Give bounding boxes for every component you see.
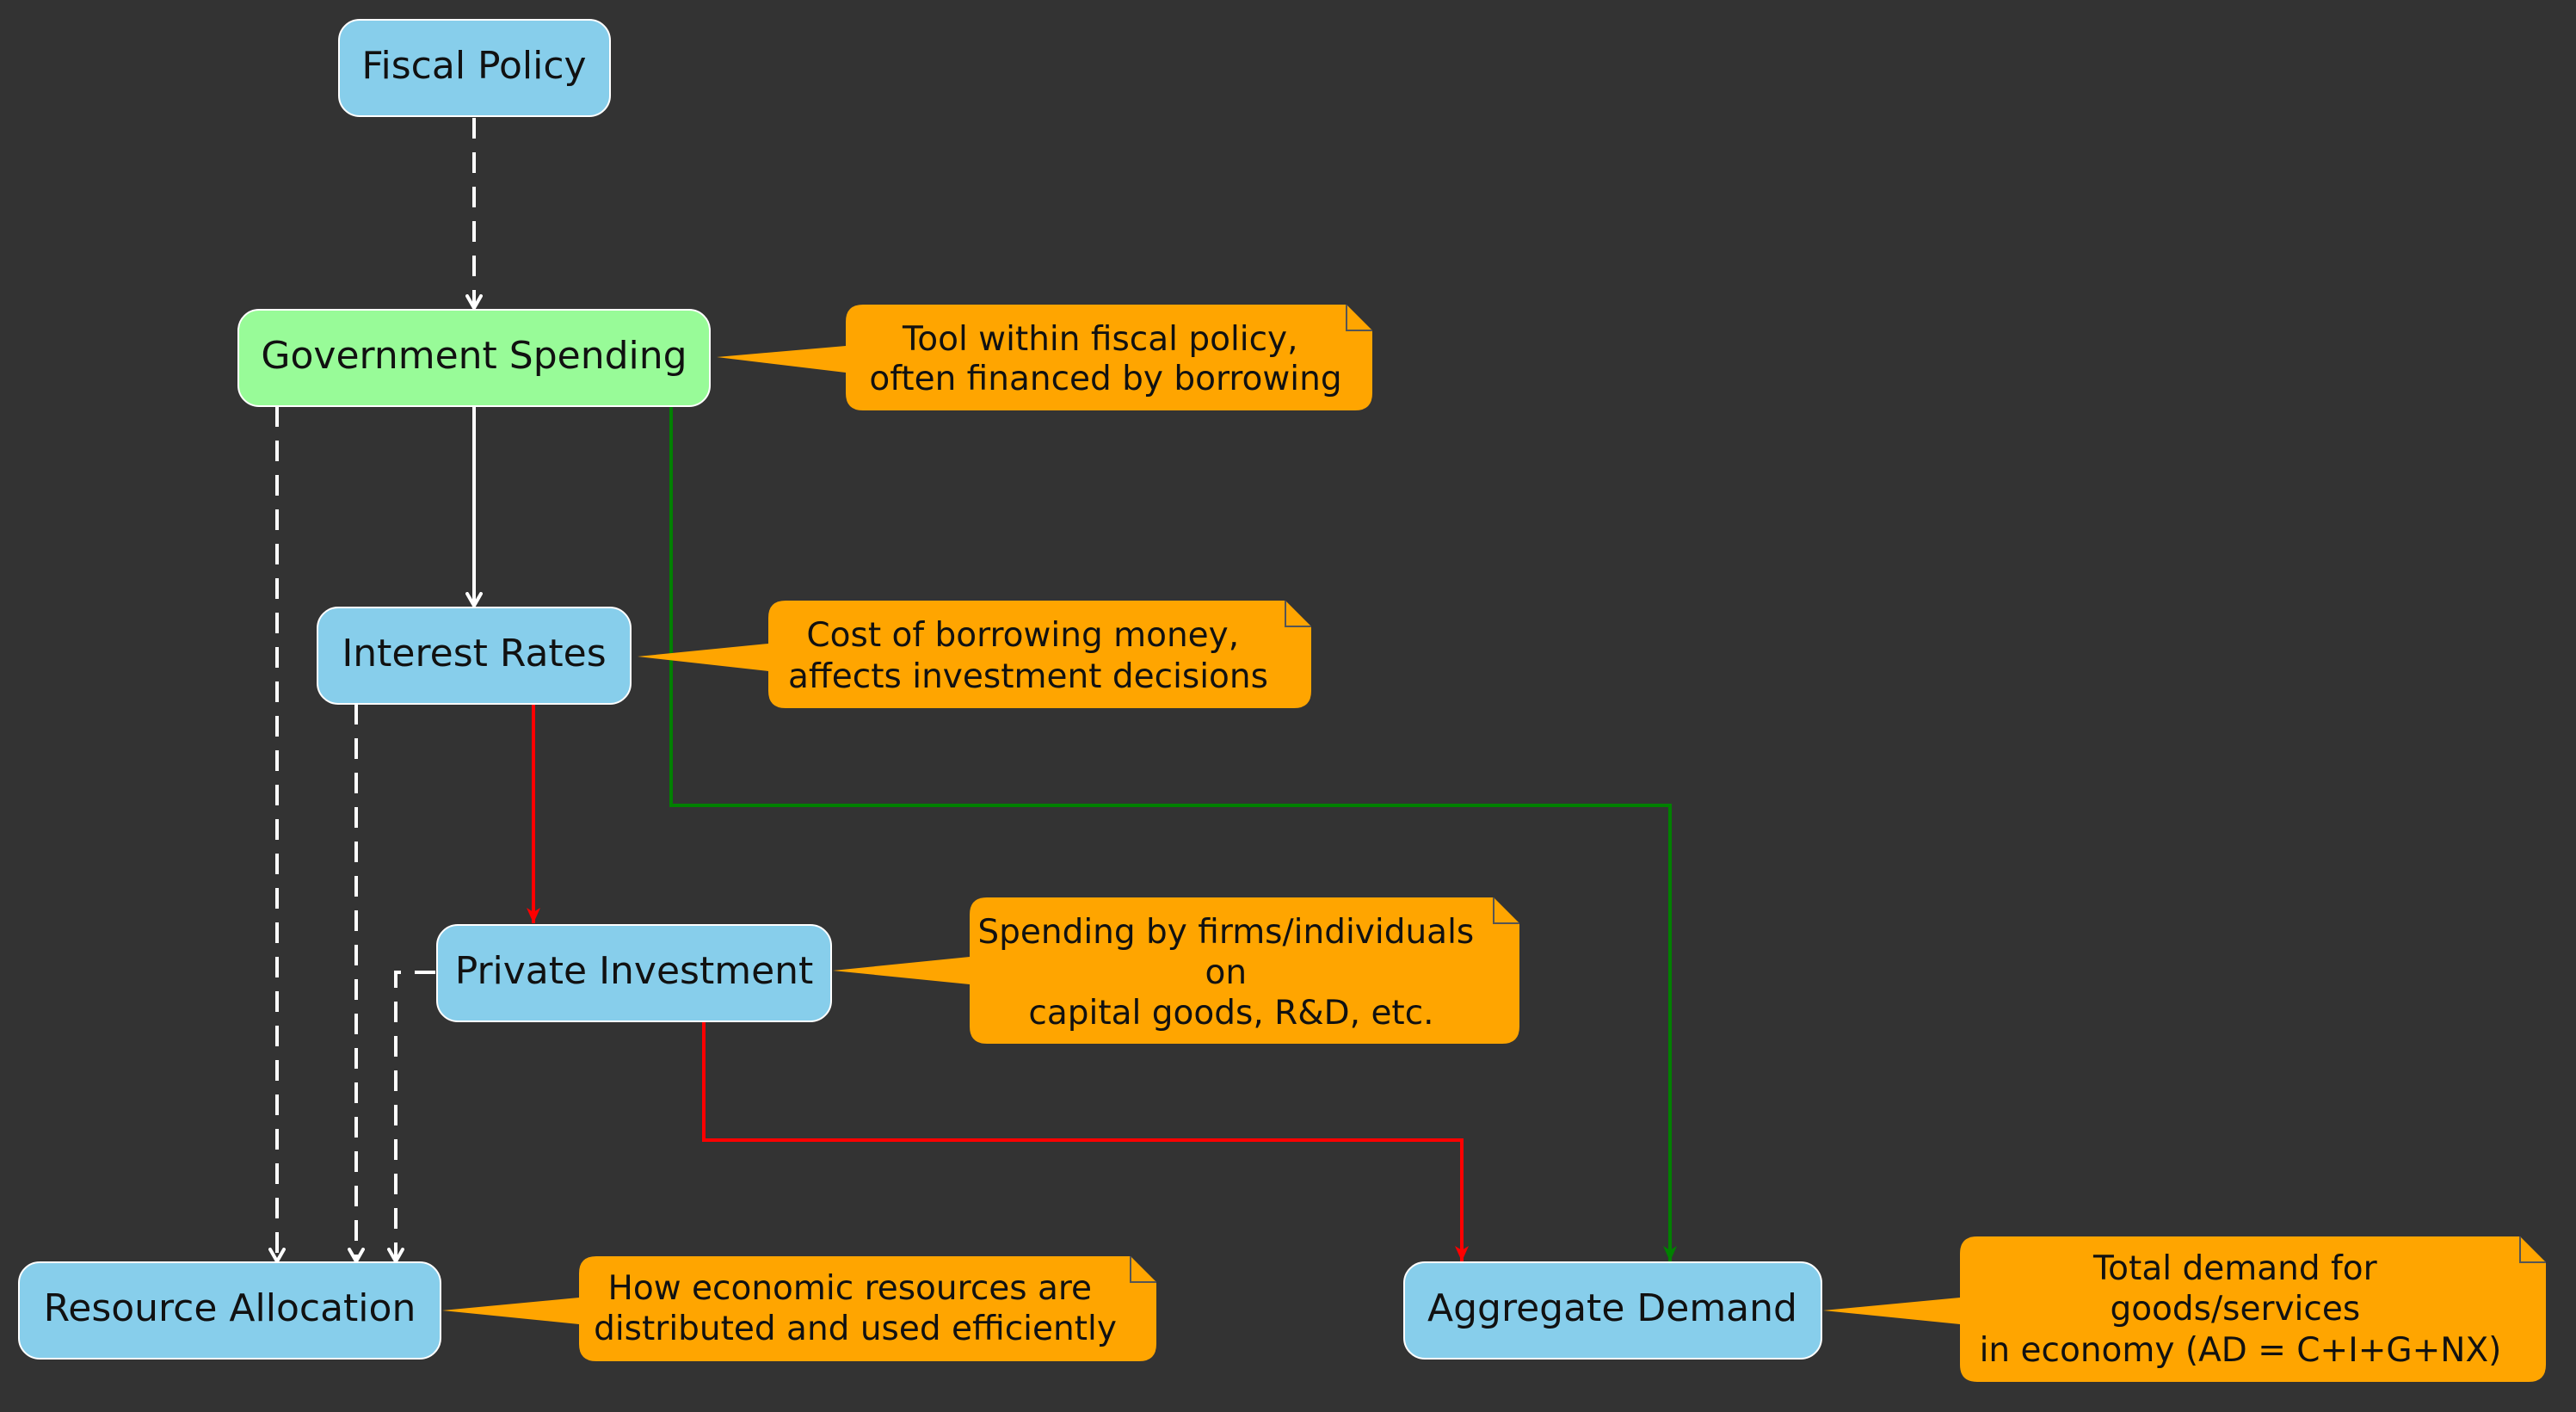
- node-interest-rates-label: Interest Rates: [342, 632, 606, 675]
- note-connector-government-spending: [717, 346, 846, 373]
- node-interest-rates: Interest Rates: [317, 607, 632, 705]
- note-aggregate-demand-line-2: goods/services: [2110, 1290, 2360, 1329]
- note-government-spending: Tool within fiscal policy, often finance…: [846, 305, 1372, 410]
- svg-text:Cost of borrowing money,: Cost of borrowing money, affects investm…: [788, 616, 1268, 696]
- note-government-spending-line-2: often financed by borrowing: [869, 360, 1341, 398]
- svg-text:How economic resources are: How economic resources are distributed a…: [594, 1269, 1117, 1348]
- note-connector-resource-allocation: [442, 1298, 579, 1324]
- node-resource-allocation: Resource Allocation: [18, 1261, 441, 1360]
- node-aggregate-demand: Aggregate Demand: [1403, 1261, 1822, 1360]
- node-aggregate-demand-label: Aggregate Demand: [1427, 1286, 1797, 1330]
- node-government-spending-label: Government Spending: [261, 334, 687, 378]
- svg-text:Spending by firms/individuals: Spending by firms/individuals on capital…: [977, 913, 1484, 1033]
- node-private-investment: Private Investment: [436, 924, 832, 1022]
- note-resource-allocation-line-1: How economic resources are: [608, 1269, 1093, 1308]
- note-private-investment: Spending by firms/individuals on capital…: [970, 897, 1519, 1044]
- note-connector-interest-rates: [638, 644, 768, 671]
- note-aggregate-demand-line-1: Total demand for: [2092, 1249, 2378, 1288]
- note-connector-aggregate-demand: [1823, 1298, 1960, 1324]
- note-aggregate-demand: Total demand for goods/services in econo…: [1960, 1236, 2546, 1382]
- edge-private-investment-to-resource-allocation: [387, 971, 435, 1263]
- svg-text:Tool within fiscal policy,: Tool within fiscal policy, often finance…: [869, 320, 1341, 398]
- node-resource-allocation-label: Resource Allocation: [44, 1286, 416, 1330]
- note-interest-rates-line-2: affects investment decisions: [788, 657, 1268, 696]
- node-fiscal-policy: Fiscal Policy: [338, 19, 611, 117]
- node-private-investment-label: Private Investment: [455, 949, 814, 993]
- svg-text:Total demand for goods/s: Total demand for goods/services in econo…: [1980, 1249, 2502, 1370]
- note-resource-allocation-line-2: distributed and used efficiently: [594, 1310, 1117, 1348]
- note-private-investment-line-2: on: [1205, 953, 1248, 992]
- note-interest-rates-line-1: Cost of borrowing money,: [806, 616, 1239, 655]
- note-private-investment-line-3: capital goods, R&D, etc.: [1028, 994, 1433, 1033]
- note-aggregate-demand-line-3: in economy (AD = C+I+G+NX): [1980, 1331, 2502, 1370]
- node-government-spending: Government Spending: [237, 309, 711, 407]
- edge-government-spending-to-aggregate-demand: [669, 406, 1677, 1261]
- note-private-investment-line-1: Spending by firms/individuals: [977, 913, 1474, 952]
- edge-private-investment-to-aggregate-demand: [702, 1021, 1469, 1261]
- note-connector-private-investment: [833, 957, 970, 984]
- note-interest-rates: Cost of borrowing money, affects investm…: [768, 601, 1311, 708]
- note-government-spending-line-1: Tool within fiscal policy,: [902, 320, 1298, 359]
- node-fiscal-policy-label: Fiscal Policy: [361, 44, 586, 88]
- note-resource-allocation: How economic resources are distributed a…: [579, 1256, 1156, 1361]
